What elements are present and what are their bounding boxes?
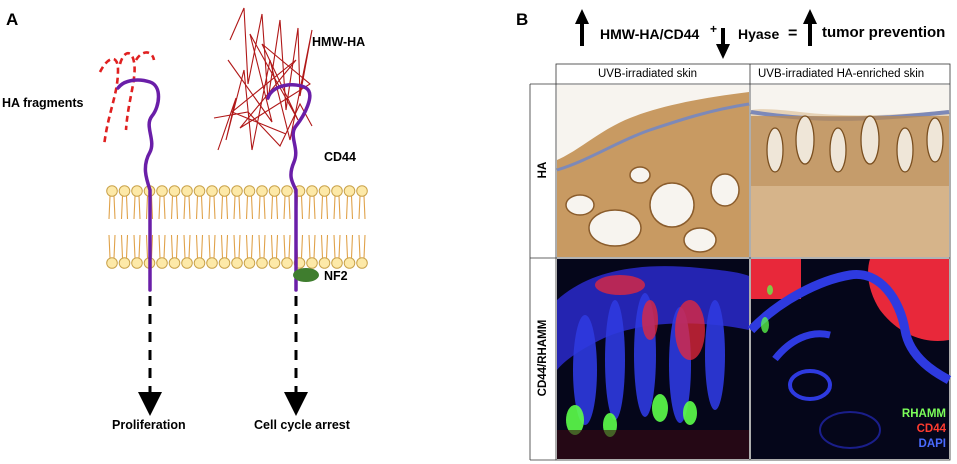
lipid-outer (243, 185, 256, 220)
lipid-inner (131, 234, 143, 269)
cd44-rhamm-fluorescence-uvb-ha-enriched (747, 259, 952, 459)
lipid-inner (306, 234, 318, 269)
lipid-outer (181, 185, 193, 220)
proliferation-label: Proliferation (112, 418, 186, 432)
lipid-inner (168, 234, 181, 269)
ha-histology-uvb (556, 85, 750, 257)
lipid-inner (268, 234, 281, 269)
row-header-cd44-rhamm: CD44/RHAMM (537, 319, 549, 397)
lipid-outer (193, 185, 206, 220)
lipid-inner (181, 234, 193, 269)
ha-fragments-label: HA fragments (2, 96, 84, 110)
column-header-uvb: UVB-irradiated skin (598, 68, 698, 80)
cd44-left (116, 78, 161, 292)
cell-membrane (106, 185, 368, 269)
panel-a-letter: A (6, 10, 19, 29)
lipid-outer (331, 185, 343, 220)
header-term-hyase: Hyase (738, 26, 780, 42)
lipid-outer (118, 185, 131, 220)
cd44-rhamm-fluorescence-uvb (557, 259, 749, 459)
header-plus: + (710, 22, 718, 36)
lipid-outer (318, 185, 331, 220)
legend-cd44: CD44 (916, 423, 946, 435)
column-header-uvb-ha-enriched: UVB-irradiated HA-enriched skin (758, 68, 925, 80)
up-arrow-icon (803, 9, 817, 46)
lipid-outer (356, 185, 368, 220)
legend-dapi: DAPI (918, 438, 946, 450)
legend-rhamm: RHAMM (901, 408, 946, 420)
row-header-ha: HA (537, 161, 549, 179)
lipid-outer (106, 185, 118, 220)
lipid-outer (281, 185, 293, 220)
ha-fragments (98, 51, 156, 147)
nf2-protein (293, 268, 319, 282)
hmw-ha-label: HMW-HA (312, 35, 366, 49)
lipid-outer (206, 185, 218, 220)
figure-grid (529, 63, 951, 461)
lipid-inner (218, 234, 231, 269)
lipid-inner (156, 234, 168, 269)
lipid-outer (231, 185, 243, 220)
lipid-outer (256, 185, 268, 220)
lipid-inner (256, 234, 268, 269)
lipid-inner (356, 234, 368, 269)
up-arrow-icon (575, 9, 589, 46)
lipid-inner (318, 234, 331, 269)
lipid-outer (268, 185, 281, 220)
fluorescence-legend: RHAMM CD44 DAPI (896, 407, 946, 452)
lipid-outer (156, 185, 168, 220)
lipid-inner (243, 234, 256, 269)
panel-b-letter: B (516, 10, 529, 29)
cell-cycle-arrest-label: Cell cycle arrest (254, 418, 350, 432)
cd44-right (266, 83, 312, 292)
lipid-outer (168, 185, 181, 220)
lipid-outer (131, 185, 143, 220)
lipid-outer (343, 185, 356, 220)
lipid-inner (343, 234, 356, 269)
lipid-inner (193, 234, 206, 269)
lipid-outer (306, 185, 318, 220)
lipid-outer (218, 185, 231, 220)
lipid-inner (231, 234, 243, 269)
header-equals: = (788, 25, 798, 42)
lipid-inner (118, 234, 131, 269)
lipid-inner (281, 234, 293, 269)
header-term-hmw-ha-cd44: HMW-HA/CD44 (600, 26, 700, 42)
lipid-inner (106, 234, 118, 269)
header-result: tumor prevention (822, 24, 946, 41)
ha-histology-uvb-ha-enriched (750, 85, 950, 257)
nf2-label: NF2 (324, 269, 348, 283)
cd44-label: CD44 (324, 150, 356, 164)
down-arrow-icon (716, 28, 730, 59)
lipid-inner (331, 234, 343, 269)
hmw-ha-strands (213, 7, 313, 151)
lipid-inner (206, 234, 218, 269)
